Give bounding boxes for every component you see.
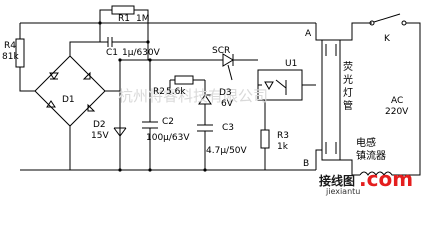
ballast-label-line2: 镇流器 [356,149,386,162]
d1-label: D1 [62,95,75,105]
scr-label: SCR [212,46,230,56]
r4-value: 81k [2,52,19,62]
watermark-text: 杭州将睿科技有限公司 [118,87,268,105]
lamp-label: 荧 光 灯 管 [343,60,356,112]
c2-label: C2 [162,117,174,127]
node-b-label: B [303,159,309,169]
circuit-diagram: 杭州将睿科技有限公司 R4 81k R1 1M C1 1μ/630V D1 D2… [2,5,421,196]
r3-label: R3 [277,131,289,141]
u1-label: U1 [285,59,297,69]
d3-value: 6V [221,99,234,109]
d3-label: D3 [219,88,232,98]
c2-value: 100μ/63V [146,133,190,143]
r1-label: R1 [118,14,130,24]
logo-text: 接线图 [319,173,355,188]
r2-label: R2 [153,87,165,97]
node-a-label: A [305,29,312,39]
c3-label: C3 [222,123,234,133]
logo-suffix: .com [359,167,413,191]
c3-value: 4.7μ/50V [206,146,248,156]
c1-value: 1μ/630V [122,48,161,58]
d2-label: D2 [93,120,106,130]
ballast-label-line1: 电感 [356,136,376,149]
r4-label: R4 [4,41,16,51]
logo-site: jiexiantu [325,187,360,196]
c1-label: C1 [106,48,118,58]
ac-label: AC [391,96,403,106]
k-label: K [384,34,391,44]
r1-value: 1M [136,14,150,24]
ac-value: 220V [385,107,409,117]
r2-value: 5.6k [166,87,186,97]
r3-value: 1k [277,142,289,152]
d2-value: 15V [91,131,109,141]
